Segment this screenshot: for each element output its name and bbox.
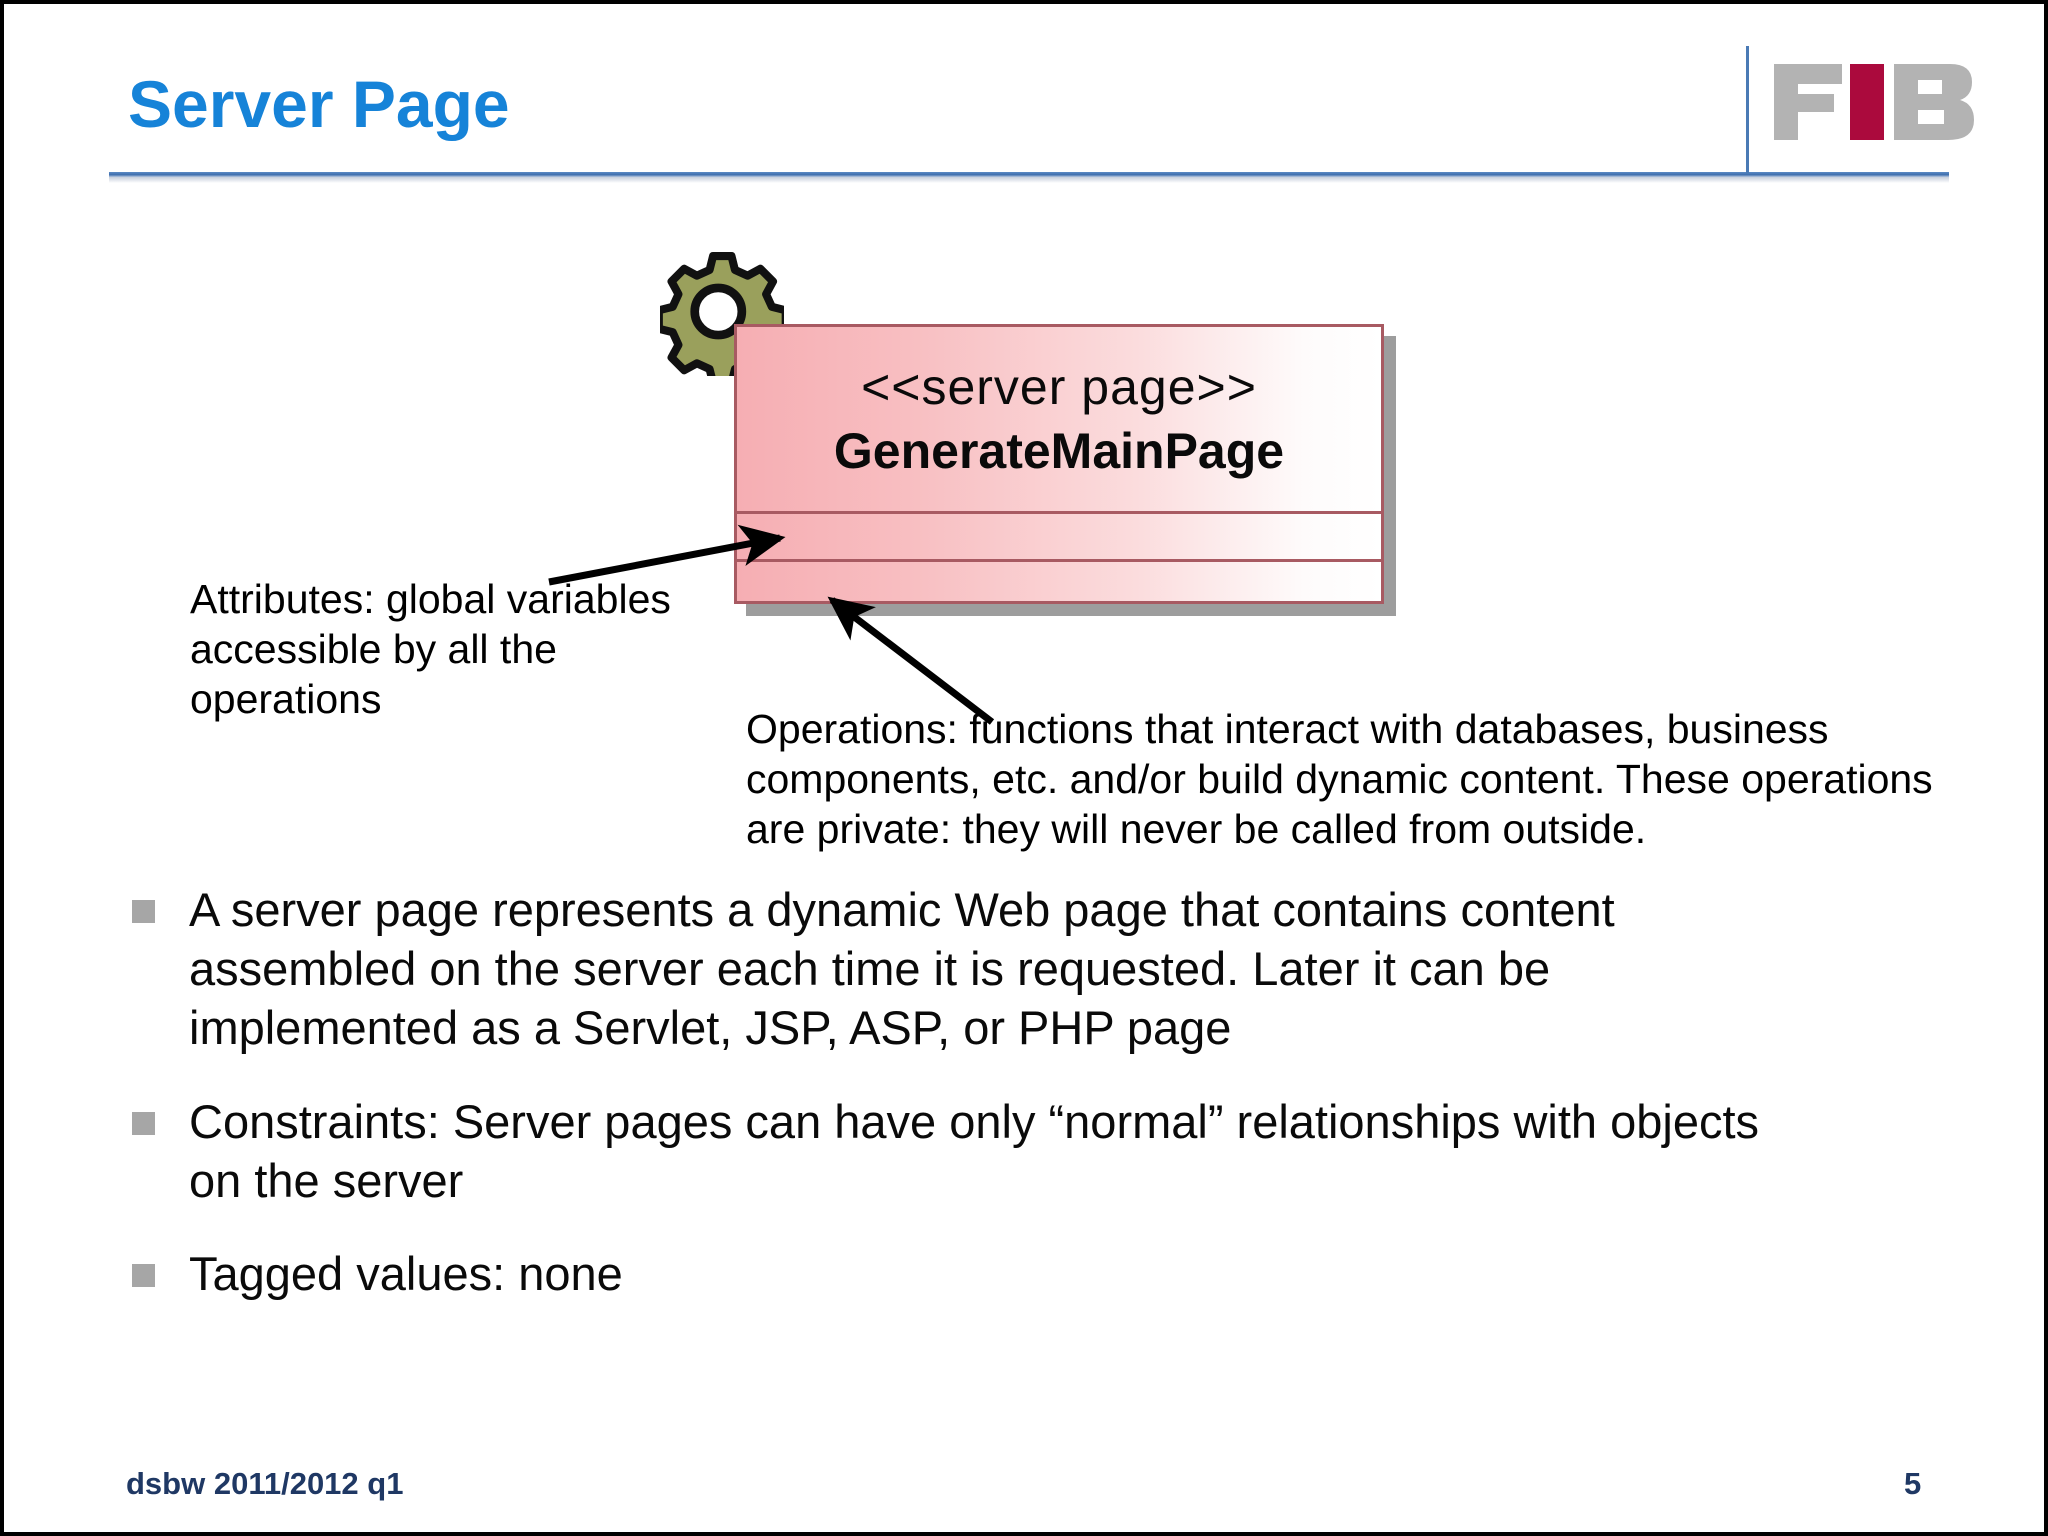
list-item-label: Constraints: Server pages can have only … xyxy=(189,1094,1760,1207)
uml-attributes-compartment xyxy=(737,511,1381,559)
page-number: 5 xyxy=(1904,1466,1922,1501)
bullet-list: A server page represents a dynamic Web p… xyxy=(132,880,1932,1337)
fib-letter-i-icon xyxy=(1850,64,1884,140)
list-item: Tagged values: none xyxy=(132,1244,1932,1303)
header-divider xyxy=(109,172,1949,177)
attributes-annotation: Attributes: global variables accessible … xyxy=(190,576,671,723)
uml-component-name: GenerateMainPage xyxy=(833,423,1285,479)
uml-operations-compartment xyxy=(737,559,1381,601)
square-bullet-icon xyxy=(132,1111,155,1135)
fib-logo xyxy=(1772,62,1978,142)
list-item: Constraints: Server pages can have only … xyxy=(132,1092,1932,1210)
uml-stereotype-label: <<server page>> xyxy=(861,359,1257,415)
fib-letter-f-icon xyxy=(1774,64,1842,140)
fib-letter-b-icon xyxy=(1894,64,1974,140)
list-item: A server page represents a dynamic Web p… xyxy=(132,880,1932,1058)
fib-logo-svg xyxy=(1774,64,1974,140)
list-item-label: Tagged values: none xyxy=(189,1247,623,1301)
operations-annotation: Operations: functions that interact with… xyxy=(746,706,1933,853)
square-bullet-icon xyxy=(132,1264,155,1288)
uml-name-compartment: <<server page>> GenerateMainPage xyxy=(737,327,1381,511)
uml-server-page-component[interactable]: <<server page>> GenerateMainPage xyxy=(734,324,1384,604)
page-title: Server Page xyxy=(128,67,510,141)
logo-vertical-divider xyxy=(1746,46,1749,174)
header-divider-shadow xyxy=(109,177,1949,183)
square-bullet-icon xyxy=(132,900,155,923)
footer-course-label: dsbw 2011/2012 q1 xyxy=(126,1466,404,1501)
list-item-label: A server page represents a dynamic Web p… xyxy=(189,883,1615,1055)
